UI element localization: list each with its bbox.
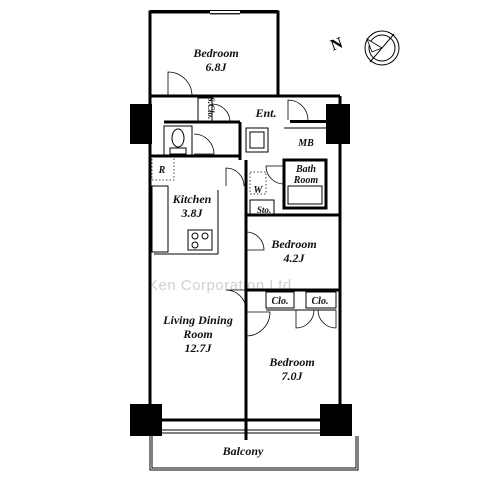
label-shoe-closet: S.Clo. [206, 97, 216, 120]
door-bedroom-top [167, 71, 193, 97]
label-closet-b: Clo. [312, 296, 329, 307]
label-kitchen-name: Kitchen [172, 192, 212, 206]
door-entrance [287, 99, 309, 121]
door-closet-a [295, 309, 315, 329]
entry-walls [150, 94, 242, 160]
label-meter-box: MB [297, 138, 314, 149]
closets [265, 291, 337, 311]
svg-text:N: N [328, 34, 345, 54]
toilet [163, 125, 193, 157]
bedroom-mid-walls [244, 215, 340, 440]
kitchen-area [150, 154, 240, 255]
bath-area [244, 127, 340, 217]
compass-north-icon: N [328, 34, 345, 54]
label-washer: W [254, 185, 264, 196]
label-living-line2: Room [182, 327, 212, 341]
door-kitchen [225, 167, 245, 187]
label-closet-a: Clo. [272, 296, 289, 307]
door-bedroom-bottom [245, 311, 271, 337]
column-top-right [326, 104, 350, 144]
label-living-size: 12.7J [185, 341, 213, 355]
label-storage: Sto. [257, 205, 271, 215]
label-bedroom-mid-size: 4.2J [283, 251, 306, 265]
door-living [225, 289, 247, 311]
door-shoe-closet [211, 103, 231, 123]
compass [364, 30, 400, 66]
label-kitchen-size: 3.8J [181, 206, 204, 220]
label-balcony: Balcony [222, 444, 264, 458]
label-entrance: Ent. [254, 106, 276, 120]
door-toilet [193, 133, 215, 155]
label-bedroom-bottom-size: 7.0J [282, 369, 304, 383]
washer-space [249, 171, 267, 195]
label-fridge: R [158, 165, 166, 176]
label-bath-line1: Bath [295, 164, 316, 175]
column-top-left [130, 104, 152, 144]
balcony-outline [149, 436, 359, 471]
door-bath [265, 165, 285, 185]
label-bedroom-top-name: Bedroom [192, 46, 238, 60]
column-bottom-left [130, 404, 162, 436]
door-bedroom-mid [245, 231, 265, 251]
storage-box [249, 199, 275, 215]
label-living-line1: Living Dining [162, 313, 233, 327]
column-bottom-right [320, 404, 352, 436]
label-bedroom-mid-name: Bedroom [270, 237, 316, 251]
label-bedroom-bottom-name: Bedroom [268, 355, 314, 369]
label-bath-line2: Room [293, 175, 319, 186]
door-closet-b [317, 309, 337, 329]
label-bedroom-top-size: 6.8J [206, 60, 228, 74]
